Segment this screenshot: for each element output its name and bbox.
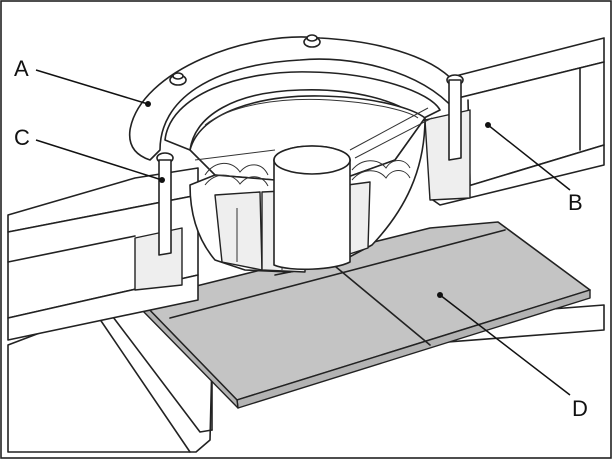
- callouts: A C B D: [14, 56, 588, 421]
- speaker-driver: [128, 34, 464, 273]
- label-d: D: [572, 396, 588, 421]
- marker-b: [485, 122, 491, 128]
- label-a: A: [14, 56, 29, 81]
- label-b: B: [568, 190, 583, 215]
- leader-line-c: [35, 139, 163, 181]
- screw-right: [446, 74, 464, 161]
- leader-line-a: [35, 69, 149, 105]
- screw-left: [156, 152, 174, 256]
- damping-pads: [139, 221, 591, 409]
- screw-top: [303, 34, 321, 48]
- right-board: [424, 37, 605, 206]
- marker-c: [159, 177, 165, 183]
- marker-a: [145, 101, 151, 107]
- marker-d: [437, 292, 443, 298]
- screw-left-top: [169, 72, 187, 86]
- leader-line-d: [439, 294, 571, 396]
- leader-line-b: [487, 124, 571, 191]
- label-c: C: [14, 125, 30, 150]
